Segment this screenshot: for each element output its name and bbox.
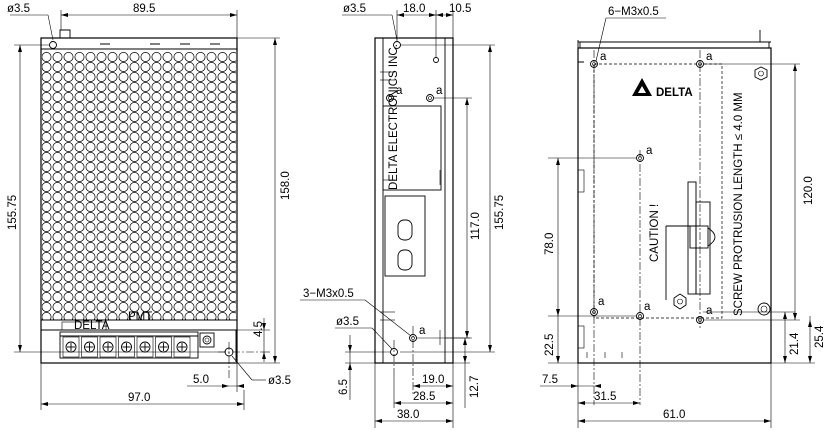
side-hole-dia-top: ø3.5 (343, 3, 366, 15)
side-screw-hole-b (426, 94, 434, 102)
side-hole-dia-mid: ø3.5 (336, 316, 359, 328)
side-label-panel (382, 105, 442, 191)
svg-text:a: a (646, 145, 653, 157)
rear-dim-61-0: 61.0 (663, 409, 685, 421)
side-view: a a DELTA ELECTRONICS INC. a ø3.5 (300, 3, 506, 428)
side-dim-28-5: 28.5 (413, 391, 435, 403)
rear-dim-78-0: 78.0 (544, 233, 556, 255)
front-label-pmt: PMT (128, 311, 152, 323)
front-label-text: DELTA (74, 320, 110, 332)
svg-text:a: a (600, 51, 607, 63)
front-dim-4-5: 4.5 (253, 321, 265, 337)
screw-protrusion-note: SCREW PROTRUSION LENGTH ≤ 4.0 MM (733, 92, 745, 316)
rear-dim-25-4: 25.4 (814, 325, 826, 348)
terminal-block (59, 331, 199, 359)
rear-view: DELTA a a a a a a (540, 6, 826, 428)
front-top-hole (49, 41, 57, 49)
front-view: DELTA PMT ø3.5 89.5 (7, 3, 292, 410)
caution-label: CAUTION ! (649, 204, 661, 262)
svg-text:a: a (396, 85, 403, 97)
svg-text:a: a (436, 85, 443, 97)
front-width-top: 89.5 (133, 3, 155, 15)
svg-text:a: a (706, 305, 713, 317)
rear-dim-120-0: 120.0 (803, 176, 815, 205)
side-label-text: DELTA ELECTRONICS INC. (388, 44, 400, 190)
svg-text:a: a (644, 301, 651, 313)
side-dim-6-5: 6.5 (338, 379, 350, 395)
rear-ground-terminal (757, 302, 771, 316)
side-dim-38-0: 38.0 (397, 409, 419, 421)
front-height-right: 158.0 (280, 171, 292, 200)
delta-logo: DELTA (632, 78, 693, 99)
rear-bottom-nut (673, 293, 687, 310)
terminal-screw (155, 336, 172, 358)
rear-dim-21-4: 21.4 (789, 332, 801, 355)
rear-screws-callout: 6−M3x0.5 (608, 6, 659, 18)
side-screw-hole-a (386, 94, 394, 102)
terminal-screw (99, 336, 117, 358)
side-dim-12-7: 12.7 (469, 376, 481, 398)
rear-bracket (665, 181, 716, 300)
side-dim-117-0: 117.0 (470, 212, 482, 240)
ground-terminal (199, 332, 215, 348)
side-screws-callout: 3−M3x0.5 (303, 288, 354, 300)
side-view-body (374, 37, 454, 364)
side-dim-155-75: 155.75 (494, 195, 506, 230)
terminal-screw (81, 336, 98, 358)
vent-holes-grid (42, 52, 236, 320)
front-height-left: 155.75 (7, 195, 19, 230)
side-dim-19-0: 19.0 (422, 374, 444, 386)
svg-text:a: a (706, 51, 713, 63)
svg-text:a: a (419, 325, 426, 337)
front-width-bottom: 97.0 (128, 392, 150, 404)
front-dim-5-0: 5.0 (193, 374, 209, 386)
rear-dim-22-5: 22.5 (544, 334, 556, 356)
terminal-screw (118, 336, 135, 358)
svg-text:a: a (598, 296, 605, 308)
front-hole-dia-bottom: ø3.5 (268, 375, 291, 387)
rear-dim-31-5: 31.5 (594, 391, 616, 403)
terminal-screw (62, 336, 80, 358)
side-dim-10-5: 10.5 (449, 3, 471, 15)
rear-dim-7-5: 7.5 (542, 374, 558, 386)
delta-logo-text: DELTA (656, 87, 693, 99)
side-dim-18-0: 18.0 (403, 3, 425, 15)
front-hole-dia-top: ø3.5 (7, 3, 30, 15)
rear-top-nut (754, 66, 768, 81)
side-connector-panel (384, 195, 426, 277)
terminal-screw (173, 336, 191, 358)
terminal-screw (136, 336, 154, 358)
